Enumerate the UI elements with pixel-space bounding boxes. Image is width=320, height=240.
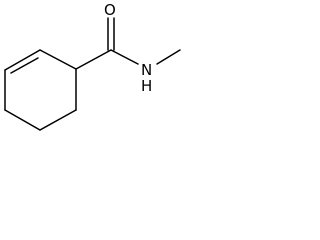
cyclohexene-ring xyxy=(4,49,77,131)
ring-bond-c1-c2 xyxy=(39,49,77,70)
ring-double-bond-inner xyxy=(10,57,39,74)
chemical-structure: O N H xyxy=(4,1,181,131)
amide-group xyxy=(75,17,181,70)
bond-ring-carbonyl xyxy=(75,49,112,70)
nitrogen-label: N xyxy=(141,61,152,79)
ring-bond-c2-c3 xyxy=(4,49,41,71)
ring-bond-c5-c6 xyxy=(39,109,77,131)
ring-bond-c4-c5 xyxy=(4,109,41,131)
bond-carbonyl-nitrogen xyxy=(110,49,139,65)
oxygen-label: O xyxy=(104,1,116,19)
bond-nitrogen-methyl xyxy=(156,49,181,65)
hydrogen-label: H xyxy=(141,77,152,95)
